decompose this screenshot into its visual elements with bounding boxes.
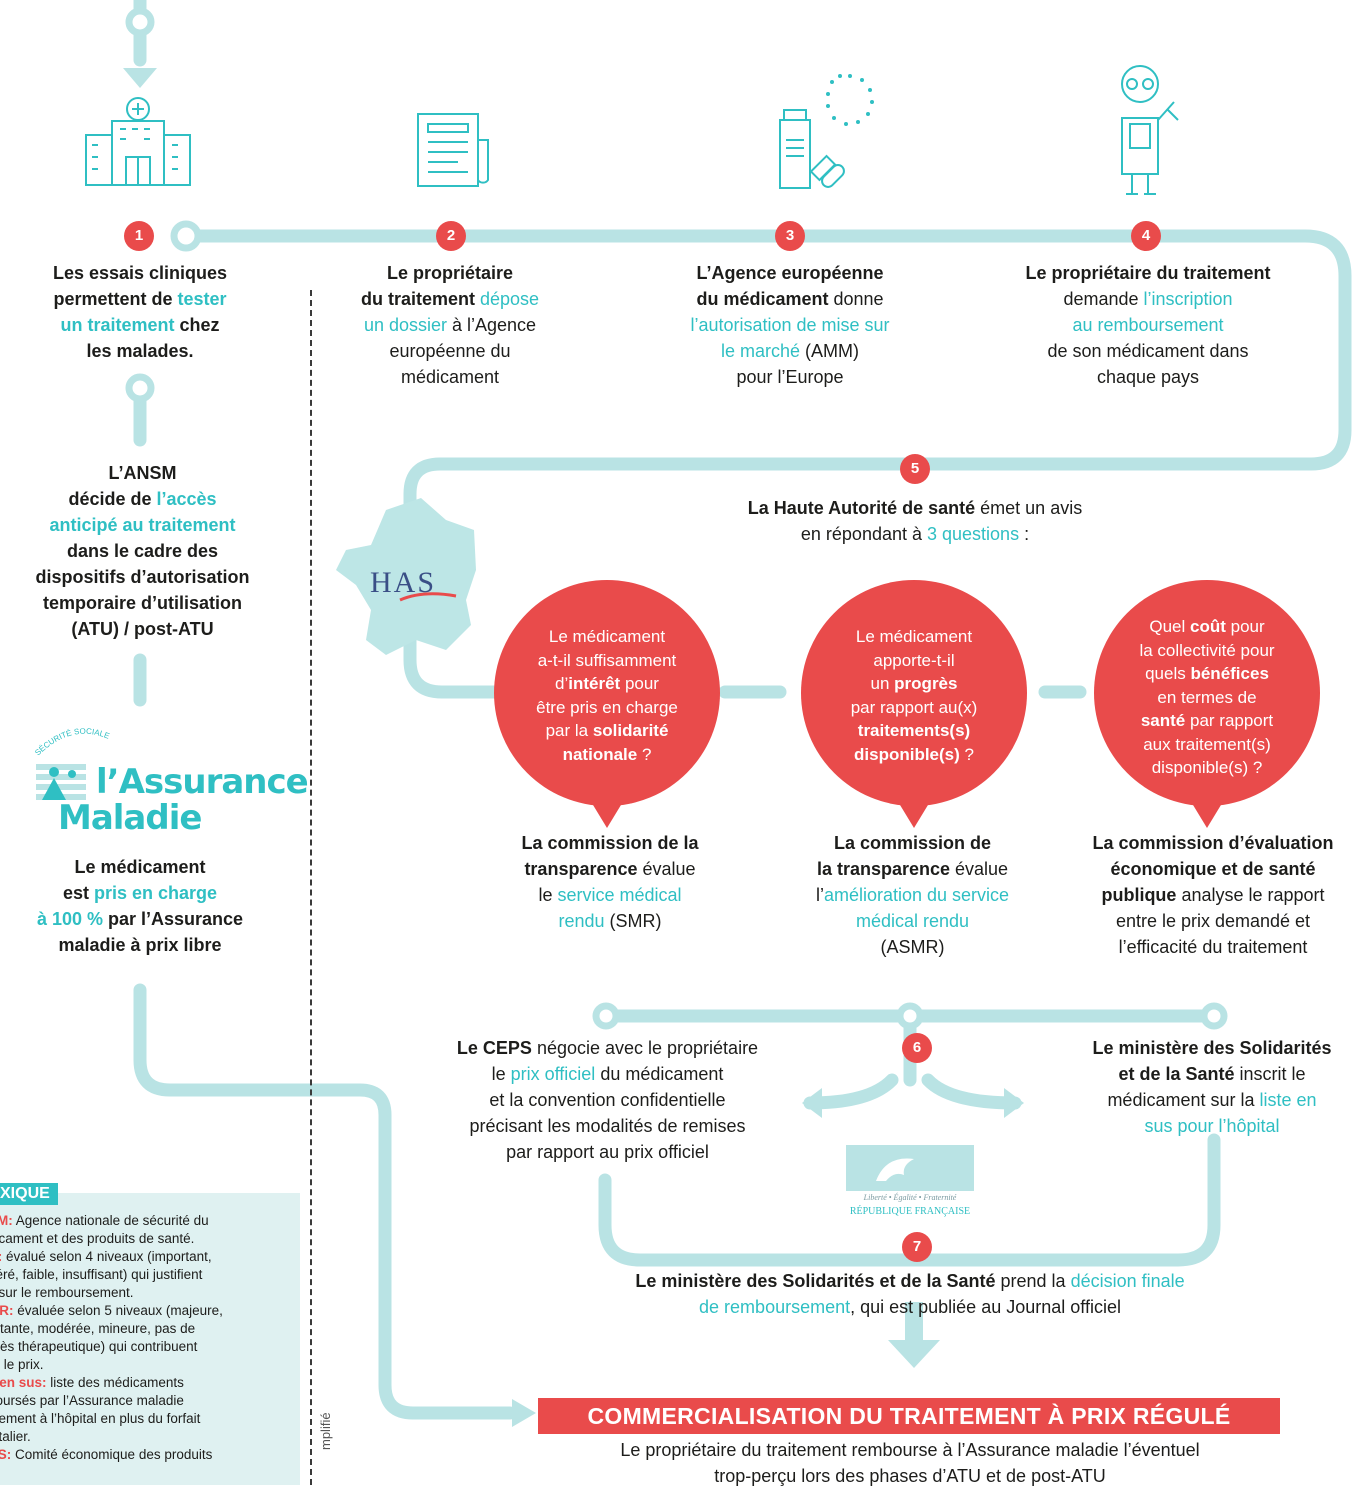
step-3-line-5: pour l’Europe bbox=[736, 367, 844, 387]
commission-smr-text: La commission de la transparence évalue … bbox=[521, 833, 699, 931]
marianne-icon bbox=[876, 1158, 914, 1181]
step-2-line-5: médicament bbox=[400, 367, 500, 387]
assurance-line-4: maladie à prix libre bbox=[58, 935, 222, 955]
step-4-line-1: Le propriétaire du traitement bbox=[1025, 263, 1271, 283]
question-bubble-2 bbox=[801, 580, 1027, 828]
step-3-line-2: du médicament donne bbox=[696, 289, 884, 309]
step-4-text: Le propriétaire du traitement demande l’… bbox=[988, 260, 1308, 390]
step-4-line-2: demande l’inscription bbox=[1063, 289, 1233, 309]
commission-ceesp-text: La commission d’évaluation économique et… bbox=[1092, 833, 1334, 957]
question-bubble-3 bbox=[1094, 580, 1320, 828]
doctor-icon bbox=[1121, 65, 1179, 195]
ansm-line-5: dispositifs d’autorisation bbox=[35, 567, 250, 587]
assurance-text: Le médicament est pris en charge à 100 %… bbox=[0, 854, 280, 958]
ansm-line-6: temporaire d’utilisation bbox=[42, 593, 243, 613]
assurance-maladie-emblem bbox=[36, 764, 86, 800]
step-2-line-3: un dossier à l’Agence bbox=[363, 315, 537, 335]
step-number-7: 7 bbox=[902, 1232, 932, 1262]
step-number-3: 3 bbox=[775, 221, 805, 251]
republique-francaise-logo: Liberté • Égalité • Fraternité RÉPUBLIQU… bbox=[846, 1145, 974, 1221]
question-bubble-1 bbox=[494, 580, 720, 828]
step-3-line-3: l’autorisation de mise sur bbox=[690, 315, 890, 335]
document-icon bbox=[417, 113, 489, 187]
commission-asmr-text: La commission de la transparence évalue … bbox=[815, 833, 1010, 957]
assurance-line-2: est pris en charge bbox=[62, 883, 218, 903]
step-2-line-2: du traitement dépose bbox=[360, 289, 540, 309]
assurance-logo-line-1: l’Assurance bbox=[96, 762, 309, 802]
step-3-line-4: le marché (AMM) bbox=[720, 341, 859, 361]
step-1-line-4: les malades. bbox=[86, 341, 194, 361]
lexique-title: XIQUE bbox=[0, 1183, 58, 1205]
step-3-line-1: L’Agence européenne bbox=[696, 263, 884, 283]
step-1-line-3: un traitement chez bbox=[60, 315, 220, 335]
step-1-line-1: Les essais cliniques bbox=[52, 263, 228, 283]
assurance-line-1: Le médicament bbox=[74, 857, 206, 877]
svg-text:SÉCURITÉ SOCIALE: SÉCURITÉ SOCIALE bbox=[33, 728, 110, 757]
step-number-2: 2 bbox=[436, 221, 466, 251]
final-banner: COMMERCIALISATION DU TRAITEMENT À PRIX R… bbox=[538, 1398, 1280, 1434]
assurance-line-3: à 100 % par l’Assurance bbox=[36, 909, 244, 929]
step-5-text: La Haute Autorité de santé émet un avis … bbox=[640, 495, 1190, 547]
ansm-line-3: anticipé au traitement bbox=[49, 515, 236, 535]
question-3-text: Quel coût pour la collectivité pour quel… bbox=[1139, 617, 1275, 777]
step-4-line-3: au remboursement bbox=[1072, 315, 1224, 335]
france-map bbox=[336, 498, 476, 655]
step-1-line-2: permettent de tester bbox=[53, 289, 227, 309]
republique-name: RÉPUBLIQUE FRANÇAISE bbox=[849, 1206, 971, 1217]
step-2-text: Le propriétaire du traitement dépose un … bbox=[330, 260, 570, 390]
step-4-line-4: de son médicament dans bbox=[1047, 341, 1249, 361]
assurance-logo-line-2: Maladie bbox=[58, 798, 202, 838]
step-1-text: Les essais cliniques permettent de teste… bbox=[0, 260, 280, 364]
step-number-5: 5 bbox=[900, 454, 930, 484]
step-4-line-5: chaque pays bbox=[1096, 367, 1200, 387]
securite-sociale-arc: SÉCURITÉ SOCIALE bbox=[33, 728, 110, 757]
lexique-panel bbox=[0, 1193, 300, 1485]
step-7-text: Le ministère des Solidarités et de la Sa… bbox=[635, 1271, 1185, 1317]
ceps-text: Le CEPS négocie avec le propriétaire le … bbox=[456, 1038, 759, 1162]
ansm-line-1: L’ANSM bbox=[108, 463, 177, 483]
ansm-text: L’ANSM décide de l’accès anticipé au tra… bbox=[0, 460, 285, 642]
dashed-separator bbox=[310, 290, 312, 1485]
step-5-line-1: La Haute Autorité de santé émet un avis bbox=[747, 498, 1083, 518]
final-text: Le propriétaire du traitement rembourse … bbox=[620, 1440, 1200, 1486]
ministere-text: Le ministère des Solidarités et de la Sa… bbox=[1092, 1038, 1332, 1136]
step-number-6: 6 bbox=[902, 1033, 932, 1063]
ansm-line-7: (ATU) / post-ATU bbox=[71, 619, 214, 639]
republique-motto: Liberté • Égalité • Fraternité bbox=[863, 1193, 957, 1202]
step-number-4: 4 bbox=[1131, 221, 1161, 251]
ansm-line-4: dans le cadre des bbox=[66, 541, 219, 561]
ansm-line-2: décide de l’accès bbox=[68, 489, 217, 509]
step-number-1: 1 bbox=[124, 221, 154, 251]
step-3-text: L’Agence européenne du médicament donne … bbox=[660, 260, 920, 390]
step-5-line-2: en répondant à 3 questions : bbox=[800, 524, 1030, 544]
step-2-line-1: Le propriétaire bbox=[386, 263, 514, 283]
side-note: mplifié bbox=[318, 1412, 333, 1450]
hospital-icon bbox=[85, 97, 191, 186]
lexique-body: SM: Agence nationale de sécurité du dica… bbox=[0, 1213, 223, 1462]
step-2-line-4: européenne du bbox=[389, 341, 511, 361]
medicine-eu-icon bbox=[779, 74, 874, 189]
has-swoosh bbox=[399, 592, 457, 602]
